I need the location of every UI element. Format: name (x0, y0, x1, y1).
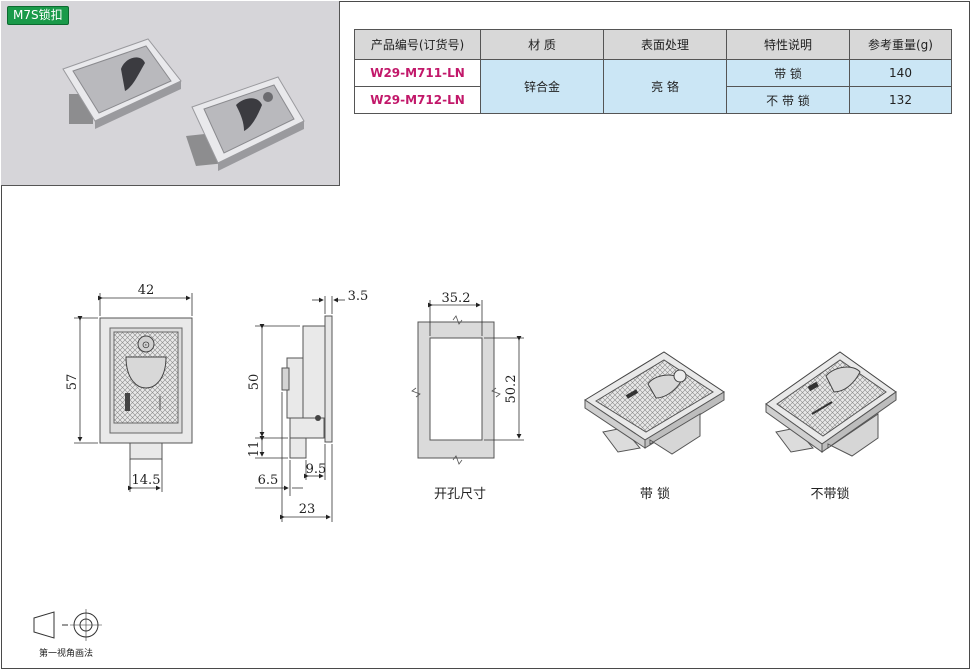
cutout-view: 35.2 50.2 开孔尺寸 (411, 291, 524, 502)
iso-view-with-lock: 带 锁 (584, 351, 725, 502)
product-photo-panel: M7S锁扣 (1, 1, 340, 186)
cell-code: W29-M712-LN (354, 86, 481, 114)
header-code: 产品编号(订货号) (354, 29, 481, 60)
table-row: W29-M711-LN 锌合金 亮 铬 带 锁 140 (354, 59, 952, 114)
cell-code: W29-M711-LN (354, 59, 481, 87)
cell-feature: 带 锁 (726, 59, 850, 87)
dim-tongue-width: 14.5 (132, 473, 161, 488)
dim-side-height: 50 (247, 374, 262, 391)
dim-cutout-width: 35.2 (442, 291, 471, 306)
side-view: 3.5 50 11 9.5 6.5 23 (247, 289, 368, 522)
product-tag: M7S锁扣 (7, 6, 69, 25)
product-photo (62, 38, 305, 171)
iso-view-without-lock: 不带锁 (765, 351, 897, 502)
latch-photo-1 (62, 38, 182, 129)
header-feature: 特性说明 (726, 29, 850, 60)
table-row: W29-M712-LN 不 带 锁 132 (354, 86, 952, 114)
dim-front-height: 57 (65, 374, 80, 391)
caption-without-lock: 不带锁 (810, 486, 849, 502)
dim-side-top: 3.5 (348, 289, 369, 304)
header-surface: 表面处理 (603, 29, 727, 60)
projection-symbol: 第一视角画法 (33, 609, 102, 659)
header-material: 材 质 (480, 29, 604, 60)
dim-side-offset-a: 9.5 (306, 462, 327, 477)
dim-side-depth: 23 (299, 502, 316, 517)
dim-side-offset-b: 6.5 (258, 473, 279, 488)
cell-feature: 不 带 锁 (726, 86, 850, 114)
dim-cutout-height: 50.2 (504, 375, 519, 404)
spec-table: 产品编号(订货号) 材 质 表面处理 特性说明 参考重量(g) W29-M711… (354, 29, 952, 114)
cell-weight: 132 (849, 86, 952, 114)
svg-text:⊙: ⊙ (142, 340, 150, 351)
projection-caption: 第一视角画法 (39, 647, 93, 659)
dim-side-lower: 11 (247, 441, 262, 458)
dim-front-width: 42 (138, 283, 155, 298)
table-header-row: 产品编号(订货号) 材 质 表面处理 特性说明 参考重量(g) (354, 29, 952, 60)
caption-with-lock: 带 锁 (640, 486, 670, 502)
front-view: ⊙ 42 57 14.5 (65, 283, 193, 492)
caption-cutout: 开孔尺寸 (434, 487, 486, 502)
cell-weight: 140 (849, 59, 952, 87)
latch-photo-2 (186, 76, 305, 171)
cell-material: 锌合金 (480, 59, 604, 114)
